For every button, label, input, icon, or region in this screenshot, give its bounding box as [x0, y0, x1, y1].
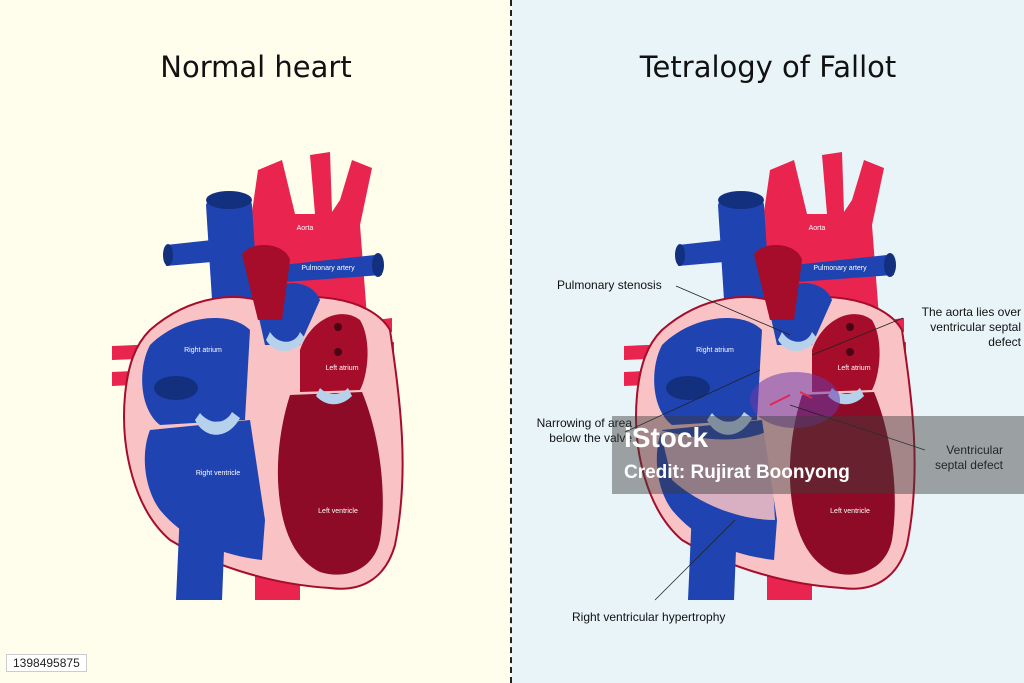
- normal-label-aorta: Aorta: [297, 225, 314, 232]
- normal-label-right-ventricle: Right ventricle: [196, 470, 240, 477]
- callout-rv-hypertrophy: Right ventricular hypertrophy: [572, 610, 726, 624]
- normal-heart-diagram: Aorta Pulmonary artery Right atrium Left…: [111, 151, 404, 601]
- tetralogy-heart-shape: [623, 151, 916, 601]
- normal-heart-title: Normal heart: [160, 50, 352, 84]
- watermark-credit: Credit: Rujirat Boonyong: [624, 462, 850, 483]
- watermark-banner: iStock Credit: Rujirat Boonyong: [612, 416, 1024, 494]
- normal-heart-shape: [111, 151, 404, 601]
- normal-label-pulmonary-artery: Pulmonary artery: [301, 265, 355, 272]
- callout-pulmonary-stenosis: Pulmonary stenosis: [557, 278, 662, 292]
- flow-arrow-1: [769, 394, 791, 406]
- tetralogy-heart-diagram: Aorta Pulmonary artery Right atrium Left…: [623, 151, 926, 601]
- watermark-brand: iStock: [624, 422, 709, 453]
- normal-label-right-atrium: Right atrium: [184, 347, 222, 354]
- tetralogy-title: Tetralogy of Fallot: [639, 50, 897, 84]
- callout-aorta-overrides: The aorta lies over ventricular septal d…: [921, 305, 1021, 349]
- flow-arrow-2: [799, 391, 813, 399]
- normal-label-left-ventricle: Left ventricle: [318, 508, 358, 515]
- leader-pulmonary-stenosis: [675, 285, 791, 336]
- callout-vsd: Ventricular septal defect: [934, 443, 1003, 472]
- panel-divider: [510, 0, 512, 683]
- tof-label-right-atrium: Right atrium: [696, 347, 734, 354]
- tof-label-pulmonary-artery: Pulmonary artery: [813, 265, 867, 272]
- tof-label-left-atrium: Left atrium: [837, 365, 870, 372]
- tof-label-aorta: Aorta: [809, 225, 826, 232]
- normal-label-left-atrium: Left atrium: [325, 365, 358, 372]
- stock-id-badge: 1398495875: [6, 654, 87, 672]
- tof-label-left-ventricle: Left ventricle: [830, 508, 870, 515]
- leader-narrowing: [624, 369, 761, 433]
- leader-vsd: [789, 404, 926, 451]
- leader-aorta-overrides: [811, 317, 904, 356]
- rv-hypertrophy-wall: [660, 430, 775, 520]
- leader-rv-hypertrophy: [654, 519, 736, 601]
- callout-narrowing: Narrowing of area below the valve: [536, 416, 632, 445]
